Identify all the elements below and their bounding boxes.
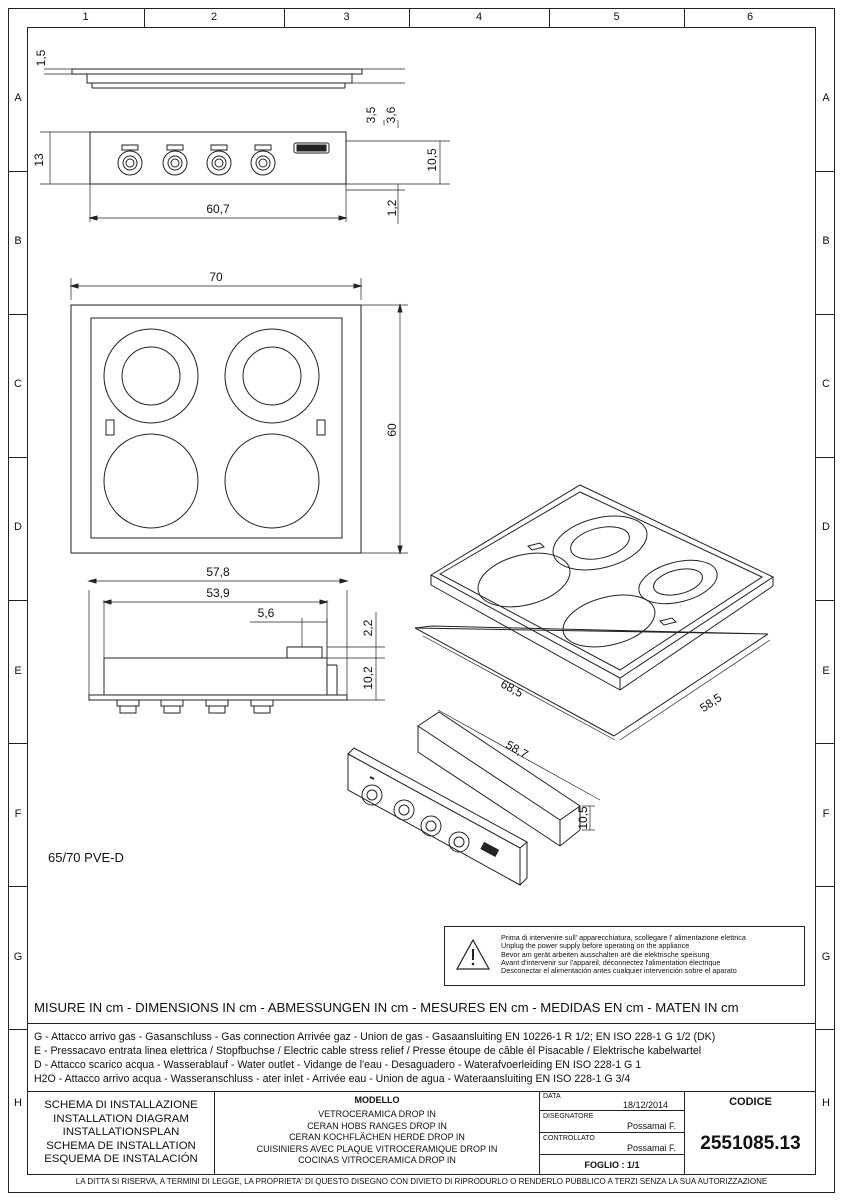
cooking-zone xyxy=(103,433,199,529)
connection-water-outlet: D - Attacco scarico acqua - Wasserablauf… xyxy=(34,1059,642,1071)
hob-isometric-view xyxy=(429,484,775,691)
control-panel-isometric-view xyxy=(347,711,581,886)
dim-top-offset-2: 3,6 xyxy=(384,106,398,123)
row-letter: D xyxy=(14,521,22,533)
knob-icon xyxy=(361,784,383,806)
controller-label: CONTROLLATO xyxy=(543,1135,595,1142)
connection-gas: G - Attacco arrivo gas - Gasanschluss - … xyxy=(34,1031,716,1043)
cooking-zone xyxy=(103,328,199,424)
dim-front-panel-height: 13 xyxy=(32,153,46,167)
warning-box: Prima di intervenire sull' apparecchiatu… xyxy=(444,926,805,986)
codice-value: 2551085.13 xyxy=(700,1133,801,1154)
hob-side-view xyxy=(88,646,348,714)
row-letter: B xyxy=(14,235,22,247)
row-letter: F xyxy=(822,808,830,820)
knob-icon xyxy=(162,144,188,176)
row-letter: E xyxy=(14,665,22,677)
row-letter: G xyxy=(821,951,831,963)
dim-panel-height: 10,5 xyxy=(576,806,590,830)
dim-side-width-outer: 57,8 xyxy=(206,565,230,579)
connection-water-inlet: H2O - Attacco arrivo acqua - Wasseransch… xyxy=(34,1073,631,1085)
warning-line: Desconectar el alimentación antes cualqu… xyxy=(501,966,737,976)
row-letter: C xyxy=(14,378,22,390)
column-number: 3 xyxy=(343,11,350,23)
diagram-title: SCHEMA DI INSTALLAZIONE INSTALLATION DIA… xyxy=(44,1099,198,1165)
dim-side-offset: 5,6 xyxy=(258,606,275,620)
controller-value: Possamai F. xyxy=(627,1143,677,1153)
knob-icon xyxy=(448,831,470,853)
cooking-zone xyxy=(224,328,320,424)
row-letter: E xyxy=(822,665,830,677)
knob-icon xyxy=(117,144,143,176)
column-number: 1 xyxy=(82,11,89,23)
dim-hob-depth: 60 xyxy=(385,423,399,437)
data-value: 18/12/2014 xyxy=(623,1100,669,1110)
technical-drawings: 1,5 3,5 3,6 13 10,5 1,2 60,7 70 60 57,8 … xyxy=(32,49,775,886)
dim-top-offset-1: 3,5 xyxy=(364,106,378,123)
row-letter: G xyxy=(13,951,23,963)
hob-top-view xyxy=(70,304,362,554)
dim-front-panel-width: 60,7 xyxy=(206,202,230,216)
model-label: 65/70 PVE-D xyxy=(48,850,124,865)
modello-label: MODELLO xyxy=(354,1095,400,1105)
designer-label: DISEGNATORE xyxy=(543,1113,594,1120)
warning-line: Bevor am gerät arbeiten ausschalten arë … xyxy=(501,949,710,959)
hob-top-profile xyxy=(71,68,363,89)
sheet-number: FOGLIO : 1/1 xyxy=(584,1160,640,1170)
dim-front-knob-height: 1,5 xyxy=(34,49,48,66)
knob-icon xyxy=(250,144,276,176)
row-letter: C xyxy=(822,378,830,390)
dim-side-width-inner: 53,9 xyxy=(206,586,230,600)
column-number: 5 xyxy=(613,11,620,23)
column-number: 6 xyxy=(746,11,754,23)
connection-notes: G - Attacco arrivo gas - Gasanschluss - … xyxy=(34,1030,715,1086)
row-letter: B xyxy=(822,235,830,247)
warning-line: Avant d'intervenir sur l'appareil, décon… xyxy=(501,957,721,967)
row-letter: D xyxy=(822,521,830,533)
cooking-zone xyxy=(224,433,320,529)
warning-triangle-icon xyxy=(455,938,491,970)
dim-front-panel-base: 1,2 xyxy=(385,199,399,216)
row-letter: A xyxy=(14,92,22,104)
model-description: VETROCERAMICA DROP IN CERAN HOBS RANGES … xyxy=(256,1109,498,1165)
dim-front-panel-inner-height: 10,5 xyxy=(425,148,439,172)
column-number: 4 xyxy=(475,11,483,23)
dim-hob-width: 70 xyxy=(209,270,223,284)
knob-icon xyxy=(206,144,232,176)
dim-cutout-width: 68,5 xyxy=(498,677,525,700)
codice-label: CODICE xyxy=(729,1096,772,1108)
row-letter: F xyxy=(14,808,22,820)
knob-icon xyxy=(393,799,415,821)
dim-side-top: 2,2 xyxy=(361,619,375,636)
row-letter: H xyxy=(14,1097,22,1109)
units-line: MISURE IN cm - DIMENSIONS IN cm - ABMESS… xyxy=(34,1000,739,1015)
copyright-footer: LA DITTA SI RISERVA, A TERMINI DI LEGGE,… xyxy=(75,1177,768,1186)
connection-electric: E - Pressacavo entrata linea elettrica /… xyxy=(34,1045,702,1057)
row-letter: H xyxy=(822,1097,830,1109)
column-number: 2 xyxy=(210,11,218,23)
warning-line: Prima di intervenire sull' apparecchiatu… xyxy=(501,933,746,942)
warning-line: Unplug the power supply before operating… xyxy=(501,941,690,951)
front-panel-view xyxy=(89,131,347,185)
dim-cutout-depth: 58,5 xyxy=(697,690,724,715)
designer-value: Possamai F. xyxy=(627,1121,677,1131)
dim-side-height: 10,2 xyxy=(361,666,375,690)
knob-icon xyxy=(420,815,442,837)
data-label: DATA xyxy=(543,1093,561,1100)
row-letter: A xyxy=(822,92,830,104)
